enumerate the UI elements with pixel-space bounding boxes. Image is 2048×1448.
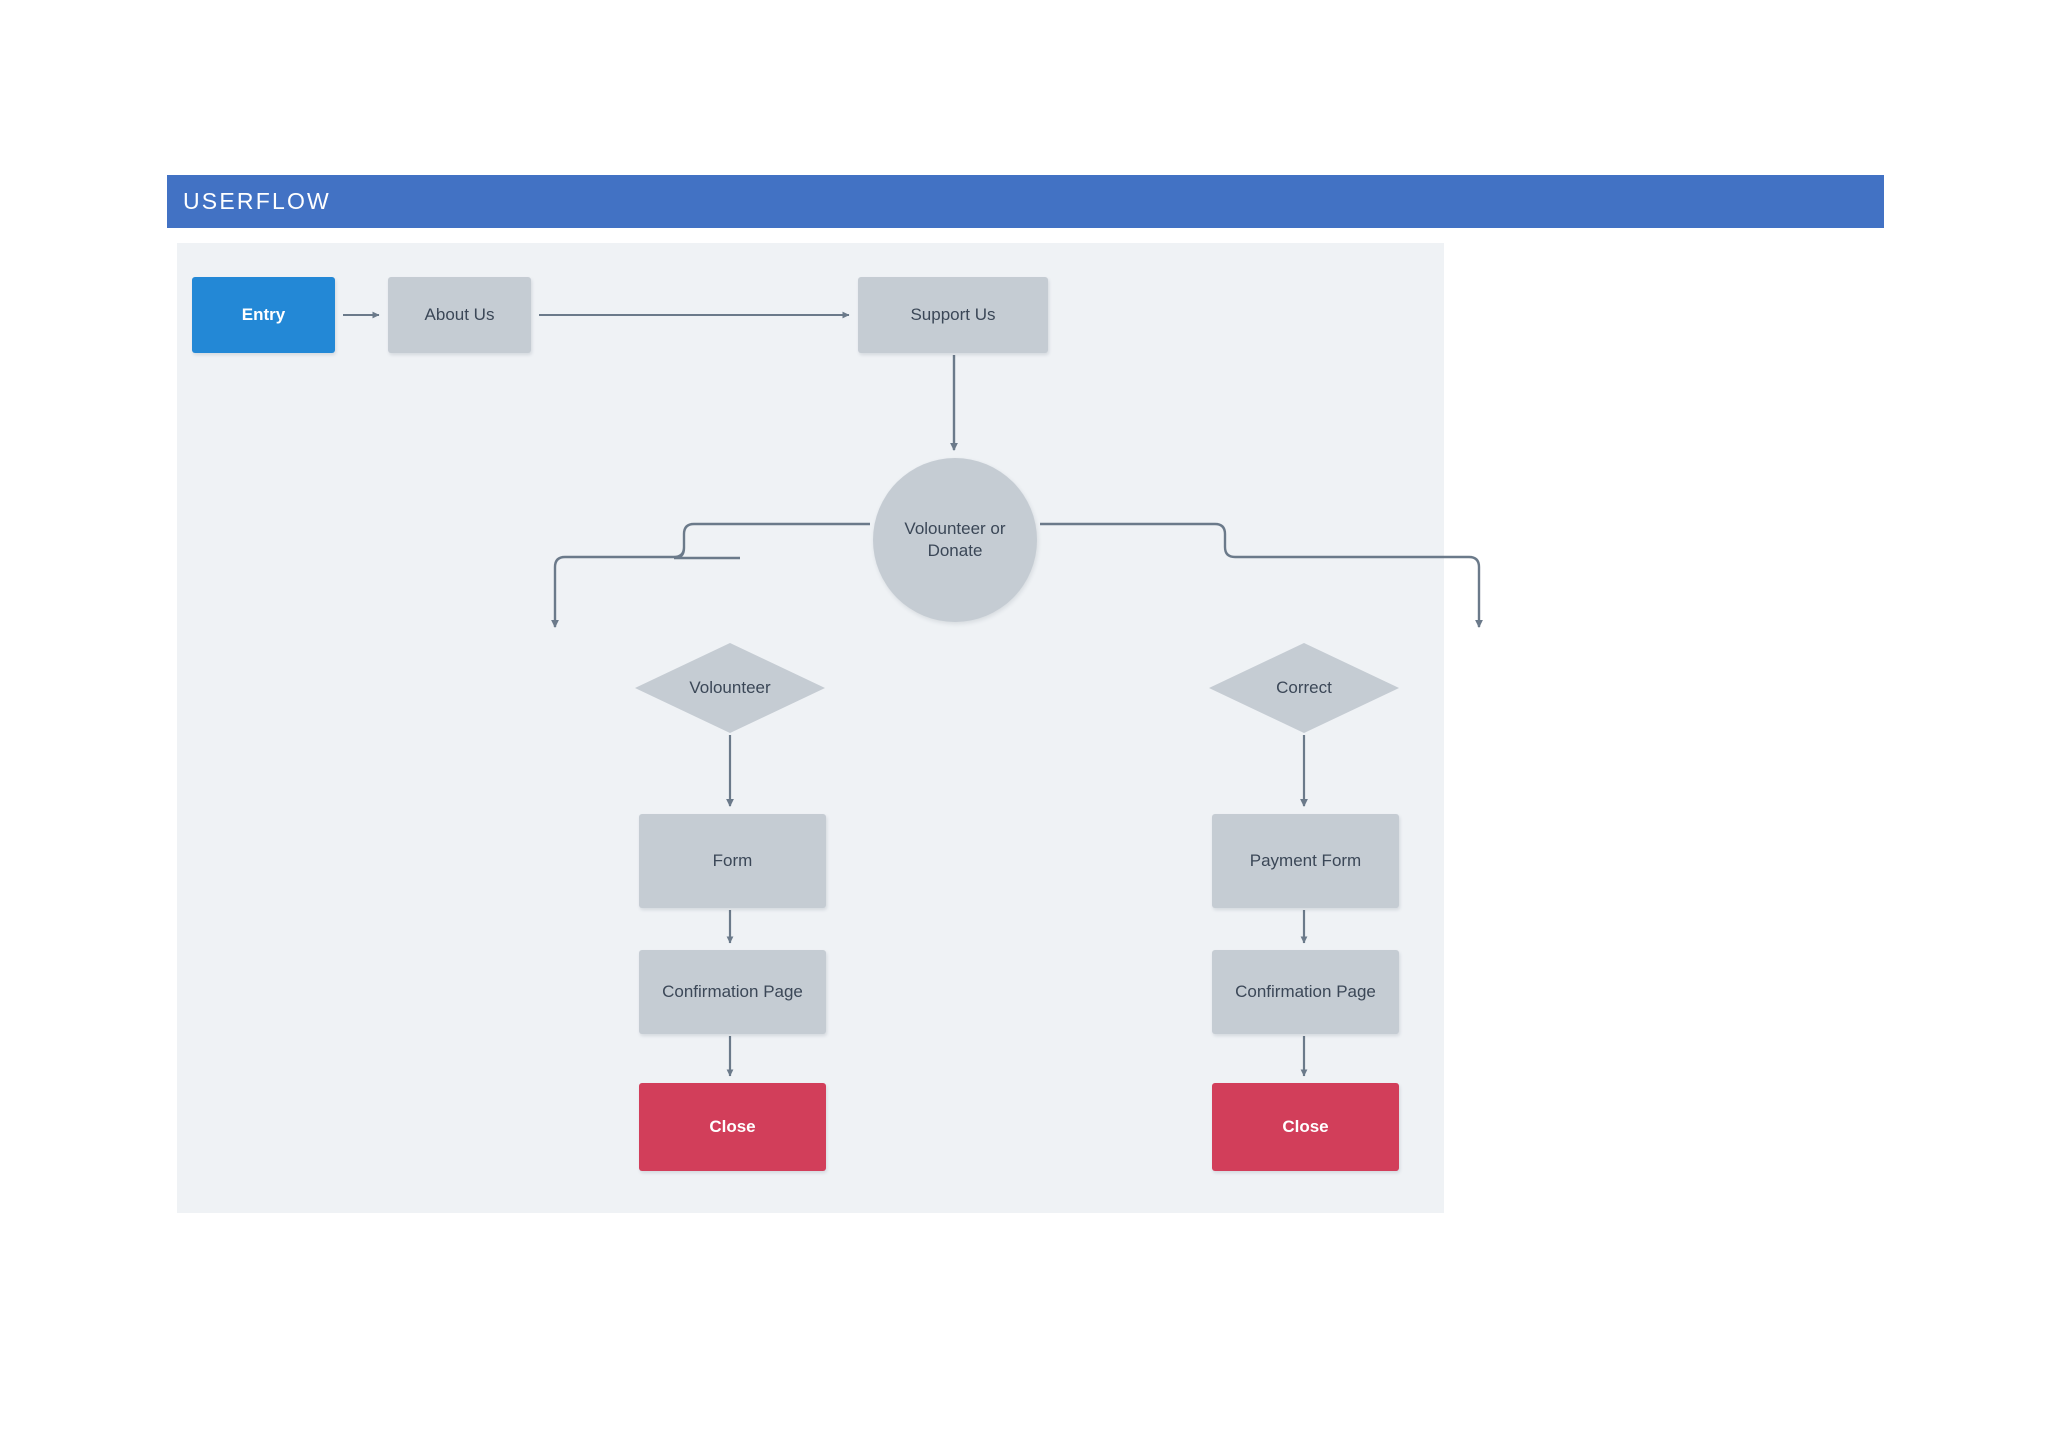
node-support-us-label: Support Us	[910, 304, 996, 324]
node-support-us[interactable]: Support Us	[858, 277, 1048, 353]
node-about-us-label: About Us	[424, 304, 495, 324]
node-volounteer[interactable]: Volounteer	[635, 643, 825, 733]
edge-decision-correct	[1040, 522, 1483, 628]
node-about-us[interactable]: About Us	[388, 277, 531, 353]
node-form[interactable]: Form	[639, 814, 826, 908]
diamond-shape	[635, 643, 825, 733]
page-title: USERFLOW	[183, 188, 331, 214]
node-volounteer-or-donate-label: Volounteer or Donate	[904, 518, 1006, 560]
node-confirmation-page-left[interactable]: Confirmation Page	[639, 950, 826, 1034]
node-confirmation-page-left-label: Confirmation Page	[662, 981, 803, 1001]
node-payment-form-label: Payment Form	[1249, 850, 1362, 870]
node-entry-label: Entry	[241, 304, 286, 324]
node-volounteer-or-donate[interactable]: Volounteer or Donate	[873, 458, 1037, 622]
node-form-label: Form	[712, 850, 753, 870]
flowchart-canvas: Entry About Us Support Us Volounteer or …	[177, 243, 1483, 1213]
node-close-right[interactable]: Close	[1212, 1083, 1399, 1171]
node-close-left-label: Close	[709, 1116, 756, 1136]
node-confirmation-page-right-label: Confirmation Page	[1235, 981, 1376, 1001]
connector-layer	[343, 311, 1483, 1077]
edge-decision-volounteer	[555, 522, 870, 627]
node-confirmation-page-right[interactable]: Confirmation Page	[1212, 950, 1399, 1034]
node-entry[interactable]: Entry	[192, 277, 335, 353]
node-payment-form[interactable]: Payment Form	[1212, 814, 1399, 908]
node-close-right-label: Close	[1282, 1116, 1329, 1136]
diamond-shape	[1209, 643, 1399, 733]
userflow-header-bar: USERFLOW	[167, 175, 1884, 228]
node-close-left[interactable]: Close	[639, 1083, 826, 1171]
node-correct[interactable]: Correct	[1209, 643, 1399, 733]
